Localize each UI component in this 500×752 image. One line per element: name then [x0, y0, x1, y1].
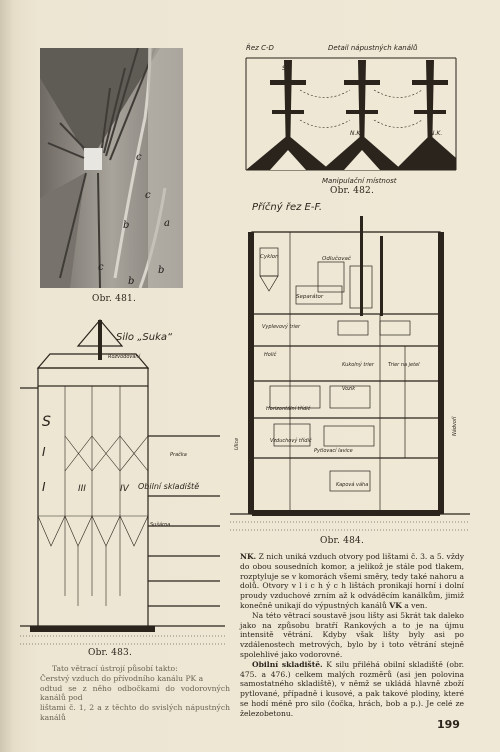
fig483-title: Silo „Suka“ [116, 332, 173, 343]
left-text-line-4: lištami č. 1, 2 a z těchto do svislých n… [40, 703, 230, 722]
left-text-line-3: odtud se z něho odbočkami do vodorovných… [40, 683, 230, 703]
fig484-label-vozik: Vozík [342, 385, 356, 392]
fig483-label-iv: IV [120, 484, 130, 494]
fig483-label-i2: I [42, 480, 46, 494]
page-number: 199 [437, 718, 460, 731]
right-p1-end: a ven. [401, 600, 428, 610]
left-text-line-1: Tato větrací ústrojí působí takto: [52, 664, 178, 673]
fig482-label-s: S [282, 65, 286, 72]
fig484-label-odlucovac: Odlučovač [322, 255, 352, 262]
fig482-section-label: Řez C-D [246, 43, 274, 52]
right-p1-lead: NK. [240, 552, 257, 561]
figure-481-caption: Obr. 481. [92, 294, 137, 304]
figure-484-drawing: Příčný řez E-F. Cyklon Odlučovač Separát… [230, 196, 470, 534]
silo-section-illustration: Silo „Suka“ Rozvodování S I I III IV Obi… [20, 319, 225, 645]
fig482-title: Detail nápustných kanálů [328, 44, 418, 52]
fig484-title: Příčný řez E-F. [252, 201, 322, 213]
fig483-label-iii: III [78, 484, 86, 494]
figure-483-drawing: Silo „Suka“ Rozvodování S I I III IV Obi… [20, 306, 225, 648]
left-text-line-2: Čerstvý vzduch do přívodního kanálu PK a [40, 673, 204, 683]
figure-482-drawing: Řez C-D Detail nápustných kanálů Manipul… [240, 40, 462, 190]
fig484-label-nadvori: Nádvoří [451, 416, 458, 436]
fig484-label-separator: Separátor [296, 293, 324, 300]
fig484-label-trier-jetel: Trier na jetel [388, 362, 420, 368]
figure-483-caption: Obr. 483. [88, 648, 133, 658]
right-p3-body: K silu přiléhá obilní skladiště (obr. 47… [240, 659, 464, 718]
tunnel-photo-illustration: a b c c c b b [40, 48, 183, 288]
photo-label-c1: c [145, 190, 151, 201]
right-paragraph-2: Na této větrací soustavě jsou lišty asi … [240, 610, 464, 659]
photo-label-c3: c [98, 262, 104, 273]
fig483-label-rozvod: Rozvodování [108, 353, 141, 360]
photo-label-b1: b [158, 265, 164, 276]
right-paragraph-1: NK. Z nich uniká vzduch otvory pod lišta… [240, 552, 464, 611]
fig482-label-nk2: N.K. [430, 130, 442, 137]
fig484-label-kukolny: Kukolný trier [342, 361, 375, 368]
cross-section-illustration: Příčný řez E-F. Cyklon Odlučovač Separát… [230, 201, 470, 531]
photo-label-b3: b [128, 276, 134, 287]
right-p3-lead: Obilní skladiště. [252, 659, 323, 669]
fig484-label-vyplevovy: Vyplevový trier [262, 323, 301, 330]
fig484-label-cyklon: Cyklon [260, 254, 279, 260]
fig484-label-holic: Holič [264, 351, 277, 358]
left-text-block: Tato větrací ústrojí působí takto: Čerst… [40, 664, 230, 723]
photo-label-b2: b [123, 220, 129, 231]
fig484-label-kapova: Kapová váha [336, 481, 368, 488]
fig484-label-pytlovaci: Pytlovací lavice [314, 447, 353, 454]
right-p1-body: Z nich uniká vzduch otvory pod lištami č… [240, 552, 464, 610]
right-paragraph-3: Obilní skladiště. K silu přiléhá obilní … [240, 660, 464, 719]
figure-481-photo: a b c c c b b [40, 48, 183, 288]
right-text-block: NK. Z nich uniká vzduch otvory pod lišta… [240, 552, 464, 719]
fig483-label-susarna: Sušárna [150, 521, 170, 528]
fig482-bottom-label: Manipulační místnost [322, 177, 397, 185]
fig484-label-vzduchovy: Vzduchový třídič [270, 437, 312, 444]
fig484-label-ulice: Ulice [234, 438, 240, 450]
fig483-label-obilni: Obilní skladiště [138, 481, 199, 491]
fig483-label-s: S [42, 414, 51, 430]
figure-482-caption: Obr. 482. [330, 186, 375, 196]
fig483-label-pracka: Pračka [170, 451, 187, 458]
photo-label-c2: c [136, 152, 142, 163]
photo-label-a: a [164, 218, 170, 229]
fig484-label-horizontalni: Horizontální třídič [266, 405, 311, 412]
fig483-label-i1: I [42, 445, 46, 459]
figure-484-caption: Obr. 484. [320, 536, 365, 546]
fig482-label-nk1: N.K. [350, 130, 362, 137]
ventilation-detail-illustration: Řez C-D Detail nápustných kanálů Manipul… [245, 43, 457, 185]
right-p1-vk: VK [389, 600, 402, 610]
